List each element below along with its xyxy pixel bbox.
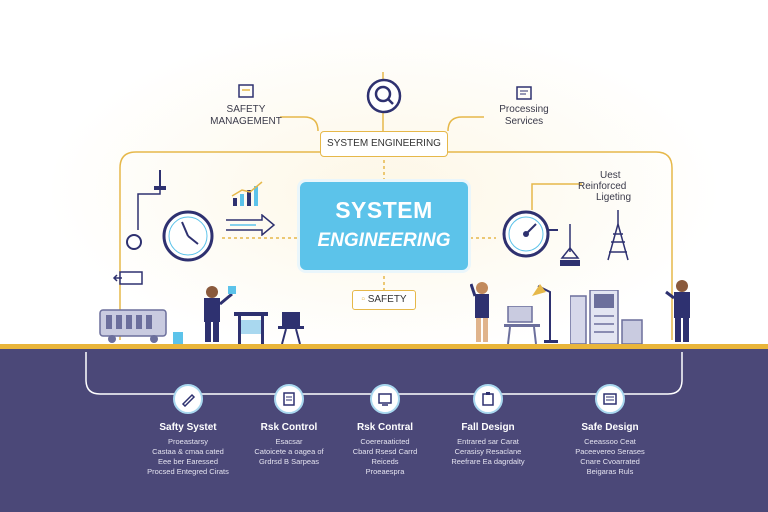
chart-icon — [230, 180, 266, 208]
list-icon — [595, 384, 625, 414]
machine-icon — [98, 306, 168, 344]
category-desc: Esacsar Catoicete a oagea of Grdrsd B Sa… — [254, 437, 324, 466]
category-title: Safe Design — [581, 422, 639, 433]
tower-icon — [556, 222, 588, 268]
services-icon — [514, 84, 534, 102]
engineer-figure — [198, 284, 238, 344]
processing-services-label: Processing Services — [499, 104, 549, 127]
management-icon — [236, 82, 256, 100]
clock-gauge-icon — [120, 168, 220, 268]
category-risk-control-2[interactable]: Rsk Contral Coereraaticted Cbard Rsesd C… — [325, 384, 445, 477]
category-fall-design[interactable]: Fall Design Entrared sar Carat Cerasisy … — [428, 384, 548, 467]
manager-figure — [664, 278, 696, 344]
category-desc: Proeastarsy Castaa & cmaa cated Eee ber … — [147, 437, 229, 476]
category-title: Fall Design — [461, 422, 515, 433]
pressure-gauge-icon — [500, 204, 560, 260]
system-engineering-tag: SYSTEM ENGINEERING — [320, 131, 448, 157]
pen-icon — [173, 384, 203, 414]
safety-tag: ▫ SAFETY — [352, 290, 416, 310]
arrow-left-icon — [112, 271, 144, 285]
clipboard-icon — [473, 384, 503, 414]
server-rack-icon — [569, 289, 644, 345]
category-desc: Entrared sar Carat Cerasisy Resaclane Re… — [451, 437, 525, 466]
system-engineering-box[interactable]: SYSTEM ENGINEERING — [300, 182, 468, 270]
main-title-line1: SYSTEM — [335, 197, 433, 223]
arrow-right-icon — [222, 213, 276, 237]
categories-band — [0, 348, 768, 512]
worker-figure — [469, 280, 496, 344]
monitor-icon — [370, 384, 400, 414]
safety-management-label: SAFETY MANAGEMENT — [210, 104, 282, 127]
desk-icon — [234, 312, 268, 344]
document-icon — [274, 384, 304, 414]
main-title-line2: ENGINEERING — [317, 230, 451, 251]
laptop-icon — [276, 312, 306, 345]
ground-line — [0, 344, 768, 349]
category-title: Rsk Contral — [356, 422, 414, 433]
search-gear-icon — [366, 78, 402, 114]
category-safety-system[interactable]: Safty Systet Proeastarsy Castaa & cmaa c… — [128, 384, 248, 477]
bucket-icon — [172, 330, 184, 344]
category-title: Safty Systet — [159, 422, 217, 433]
reinforced-label: Uest Reinforced Ligeting — [578, 170, 632, 203]
category-desc: Coereraaticted Cbard Rsesd Carrd Reiceds… — [352, 437, 418, 476]
category-safe-design[interactable]: Safe Design Ceeassoo Ceat Paceevereo Ser… — [550, 384, 670, 477]
category-desc: Ceeassoo Ceat Paceevereo Serases Cnare C… — [575, 437, 645, 476]
workstation-icon — [504, 305, 540, 345]
category-risk-control[interactable]: Rsk Control Esacsar Catoicete a oagea of… — [229, 384, 349, 467]
transmission-tower-icon — [604, 208, 632, 264]
lamp-icon — [532, 282, 564, 344]
category-title: Rsk Control — [260, 422, 318, 433]
